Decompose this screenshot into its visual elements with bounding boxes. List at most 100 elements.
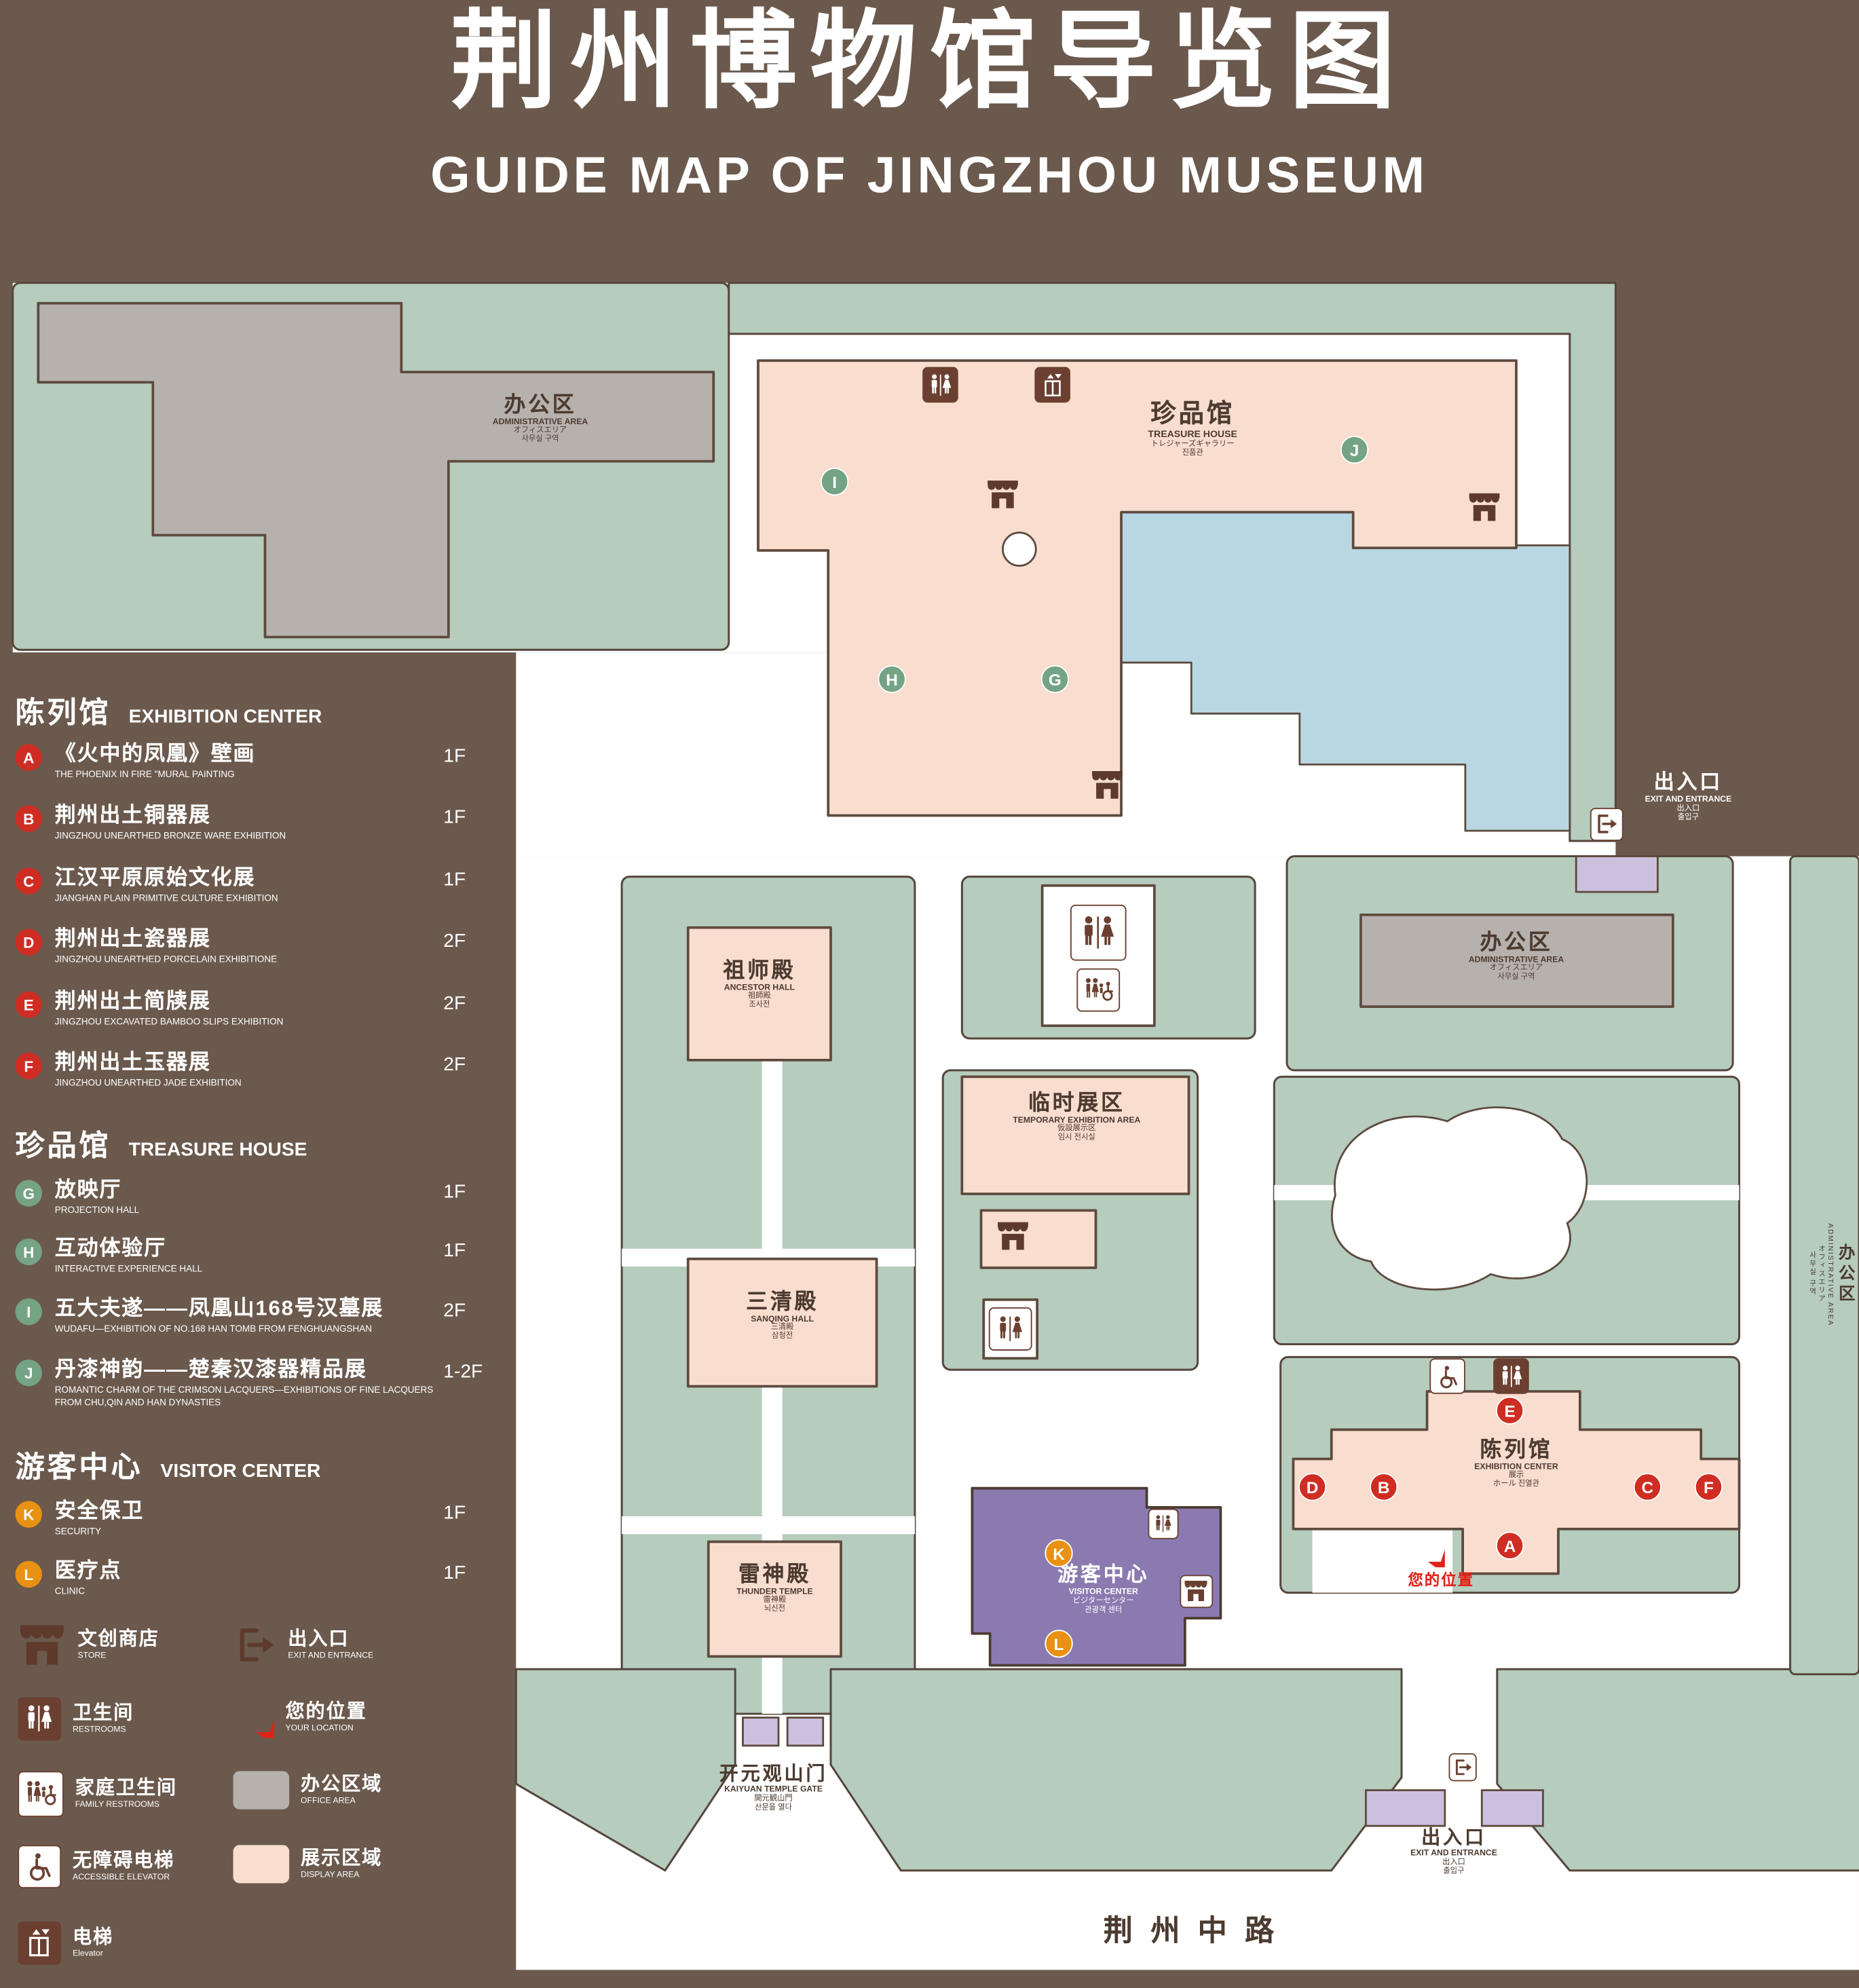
map-marker-c[interactable]: C xyxy=(1633,1473,1661,1501)
green-area-south-east xyxy=(1496,1668,1859,1872)
path-pond-west xyxy=(1274,1184,1336,1201)
map-marker-a[interactable]: A xyxy=(1495,1531,1524,1560)
admin-building-east[interactable] xyxy=(1359,914,1674,1008)
exhibition-center-building[interactable] xyxy=(1292,1390,1741,1575)
store-building[interactable] xyxy=(979,1209,1097,1269)
exhibition-center-label: 陈列馆 EXHIBITION CENTER 展示 ホール 진열관 xyxy=(1474,1437,1558,1488)
ancestor-hall-label: 祖师殿 ANCESTOR HALL 祖師殿 조사전 xyxy=(723,958,796,1009)
store-icon xyxy=(1180,1575,1214,1609)
entrance-block-east xyxy=(1575,855,1659,893)
page-subtitle: GUIDE MAP OF JINGZHOU MUSEUM xyxy=(430,147,1429,204)
accessible-elevator-icon xyxy=(18,1845,62,1889)
map-marker-h[interactable]: H xyxy=(878,664,906,694)
store-icon xyxy=(986,479,1019,510)
badge-l: L xyxy=(15,1560,42,1588)
admin-top-label: 办公区 ADMINISTRATIVE AREA オフィスエリア 사무실 구역 xyxy=(492,392,588,444)
thunder-temple-label: 雷神殿 THUNDER TEMPLE 雷神殿 뇌신전 xyxy=(736,1562,813,1613)
exit-icon xyxy=(233,1624,277,1667)
path-pond-east xyxy=(1583,1184,1740,1201)
map-marker-g[interactable]: G xyxy=(1040,664,1070,694)
display-swatch xyxy=(233,1845,290,1883)
badge-h: H xyxy=(15,1238,42,1266)
admin-building-northwest[interactable] xyxy=(37,301,715,639)
restroom-icon xyxy=(1148,1508,1179,1539)
badge-c: C xyxy=(15,867,42,895)
family-restroom-icon xyxy=(18,1771,64,1818)
location-icon xyxy=(233,1698,274,1738)
map-marker-d[interactable]: D xyxy=(1298,1473,1327,1501)
restroom-icon xyxy=(1070,904,1127,961)
temporary-exhibition-building[interactable] xyxy=(960,1075,1190,1195)
treasure-house-label: 珍品馆 TREASURE HOUSE トレジャーズギャラリー 진품관 xyxy=(1148,400,1237,457)
admin-right-label: 办公区 ADMINISTRATIVE AREA オフィスエリア 사무실 구역 xyxy=(1468,930,1564,981)
badge-k: K xyxy=(15,1501,42,1528)
gate-block-right xyxy=(786,1717,825,1747)
green-area-east-strip xyxy=(1789,855,1859,1676)
restroom-icon xyxy=(18,1697,62,1741)
map-marker-j[interactable]: J xyxy=(1340,436,1369,464)
courtyard-your-location xyxy=(1312,1528,1453,1593)
badge-e: E xyxy=(15,991,42,1018)
green-area-south-center xyxy=(829,1668,1403,1872)
ancestor-hall-building[interactable] xyxy=(686,926,832,1062)
temporary-area-label: 临时展区 TEMPORARY EXHIBITION AREA 仮設展示区 임시 … xyxy=(1013,1090,1141,1142)
restroom-icon xyxy=(922,367,958,403)
elevator-icon xyxy=(18,1921,62,1965)
sanqing-hall-label: 三清殿 SANQING HALL 三清殿 삼청전 xyxy=(746,1289,819,1340)
badge-d: D xyxy=(15,929,42,956)
office-swatch xyxy=(233,1771,290,1809)
path-horizontal-2 xyxy=(622,1516,915,1535)
garden-pond xyxy=(1330,1106,1588,1291)
page-title: 荆州博物馆导览图 xyxy=(450,1,1409,121)
map-marker-b[interactable]: B xyxy=(1370,1473,1398,1501)
family-restroom-icon xyxy=(1076,968,1121,1012)
exit-bottom-label: 出入口 EXIT AND ENTRANCE 出入口 출입구 xyxy=(1410,1827,1497,1875)
exit-icon xyxy=(1448,1753,1477,1782)
thunder-temple-building[interactable] xyxy=(707,1540,842,1658)
badge-g: G xyxy=(15,1180,42,1207)
gate-block-left xyxy=(742,1717,780,1747)
elevator-icon xyxy=(1034,367,1070,403)
restroom-icon xyxy=(1493,1358,1529,1394)
badge-a: A xyxy=(15,744,42,771)
restroom-icon xyxy=(988,1307,1032,1351)
map-marker-k[interactable]: K xyxy=(1045,1539,1073,1568)
map-marker-l[interactable]: L xyxy=(1045,1630,1073,1658)
map-marker-e[interactable]: E xyxy=(1495,1396,1524,1425)
round-plaza xyxy=(1002,531,1037,567)
green-area-top-band xyxy=(728,282,1617,842)
badge-f: F xyxy=(15,1052,42,1080)
admin-far-right-label: 办公区 ADMINISTRATIVE AREA オフィスエリア 사무실 구역 xyxy=(1807,1222,1856,1326)
visitor-center-label: 游客中心 VISITOR CENTER ビジターセンター 관광객 센터 xyxy=(1057,1564,1150,1615)
treasure-house-building[interactable] xyxy=(757,359,1518,817)
map-marker-i[interactable]: I xyxy=(820,467,849,496)
green-area-south-west xyxy=(514,1668,736,1872)
sanqing-hall-building[interactable] xyxy=(686,1257,878,1388)
your-location-label: 您的位置 xyxy=(1408,1571,1475,1589)
map-marker-f[interactable]: F xyxy=(1694,1473,1723,1501)
kaiyuan-gate-label: 开元观山门 KAIYUAN TEMPLE GATE 開元観山門 산문을 열다 xyxy=(719,1763,828,1812)
